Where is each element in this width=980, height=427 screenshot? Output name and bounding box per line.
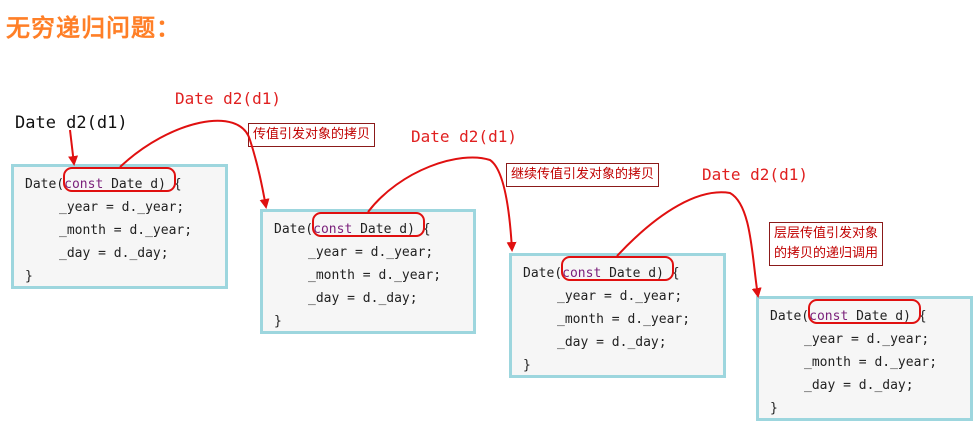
code-line: } [25,265,225,288]
code-keyword: const [64,177,104,192]
code-token: Date( [274,222,314,237]
code-line: _month = d._year; [274,264,473,287]
note-line: 继续传值引发对象的拷贝 [511,167,655,182]
code-line: } [274,310,473,333]
code-line: _month = d._year; [523,308,723,331]
note-copy-by-value: 传值引发对象的拷贝 [248,123,376,147]
code-token: } [25,269,33,284]
code-token: _month = d._year; [59,223,193,238]
code-token: _day = d._day; [804,378,914,393]
code-line: _day = d._day; [274,287,473,310]
code-line: _day = d._day; [25,242,225,265]
code-line: _year = d._year; [523,285,723,308]
code-token: _month = d._year; [308,268,442,283]
page-title: 无穷递归问题： [6,14,181,42]
note-continued-copy: 继续传值引发对象的拷贝 [506,163,660,187]
code-token: _month = d._year; [804,355,938,370]
code-token: _month = d._year; [557,312,691,327]
note-recursive-copy: 层层传值引发对象 的拷贝的递归调用 [769,222,884,266]
code-token: _year = d._year; [59,200,185,215]
code-token: } [523,358,531,373]
code-line: _year = d._year; [25,196,225,219]
code-token: } [274,314,282,329]
note-line: 层层传值引发对象 [774,226,879,241]
code-token: } [770,401,778,416]
recursive-call-label-3: Date d2(d1) [702,165,808,184]
code-token: Date( [770,309,810,324]
code-keyword: const [313,222,353,237]
code-token: _day = d._day; [557,335,667,350]
code-line-signature: Date(const Date d) { [770,305,970,328]
code-line: _year = d._year; [274,241,473,264]
param-highlight-3 [561,256,674,281]
param-highlight-2 [312,212,425,237]
code-line: } [770,397,970,420]
code-token: ) { [903,309,927,324]
code-token: _day = d._day; [59,246,169,261]
recursive-call-label-1: Date d2(d1) [175,89,281,108]
code-line: _day = d._day; [523,331,723,354]
code-token: Date( [25,177,65,192]
note-line: 的拷贝的递归调用 [774,246,879,261]
note-line: 传值引发对象的拷贝 [253,127,371,142]
code-keyword: const [562,266,602,281]
param-highlight-4 [808,299,921,324]
code-line: } [523,354,723,377]
code-line: _month = d._year; [25,219,225,242]
code-line: _year = d._year; [770,328,970,351]
code-token: _day = d._day; [308,291,418,306]
code-token: _year = d._year; [557,289,683,304]
copy-constructor-code-box-4: Date(const Date d) { _year = d._year; _m… [756,296,973,421]
code-keyword: const [809,309,849,324]
arrow-initial-call [68,129,79,166]
initial-call-label: Date d2(d1) [15,113,128,133]
code-line: _month = d._year; [770,351,970,374]
code-token: _year = d._year; [308,245,434,260]
code-token: Date( [523,266,563,281]
code-token: _year = d._year; [804,332,930,347]
recursive-call-label-2: Date d2(d1) [411,127,517,146]
code-token: Date d [848,309,904,324]
code-line: _day = d._day; [770,374,970,397]
param-highlight-1 [63,167,176,192]
